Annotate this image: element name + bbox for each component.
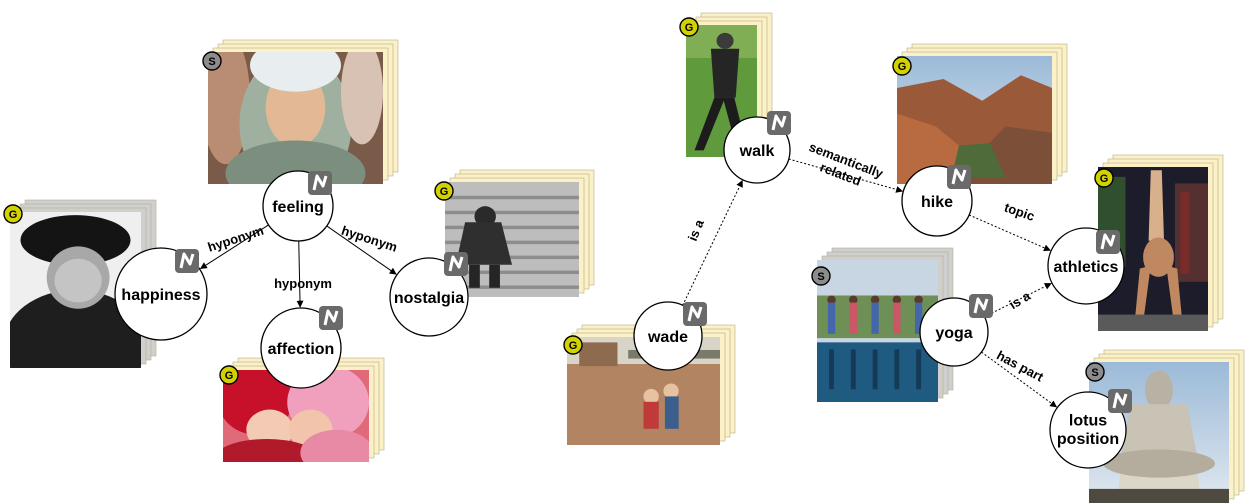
edge-label-feeling-nostalgia: hyponym [340, 223, 400, 255]
node-type-icon [969, 294, 993, 318]
edge-yoga-lotus [981, 351, 1058, 408]
node-athletics: athletics [1047, 227, 1125, 305]
node-type-icon [683, 302, 707, 326]
node-type-icon [1096, 230, 1120, 254]
badge-g-icon: G [679, 17, 699, 37]
node-label: athletics [1054, 259, 1119, 276]
img-athletics-stack: G [1094, 154, 1224, 331]
img-hike-stack: G [892, 43, 1068, 184]
node-label: walk [739, 143, 775, 160]
img-hike [897, 56, 1052, 184]
svg-text:G: G [225, 370, 234, 382]
node-type-icon [1108, 389, 1132, 413]
badge-s-icon: S [202, 51, 222, 71]
badge-g-icon: G [219, 365, 239, 385]
img-nostalgia-stack: G [434, 169, 595, 297]
img-lotus-stack: S [1085, 349, 1245, 503]
node-label: nostalgia [394, 290, 464, 307]
node-label: affection [268, 341, 335, 358]
node-walk: walk [723, 111, 791, 184]
badge-s-icon: S [811, 266, 831, 286]
img-yoga-stack: S [811, 247, 954, 402]
img-feeling [208, 52, 383, 184]
node-hike: hike [901, 165, 973, 237]
nodes-layer: feeling happiness affection nostalgia walk wa… [114, 111, 1132, 469]
node-wade: wade [633, 301, 707, 371]
node-label: hike [921, 194, 953, 211]
svg-text:S: S [208, 56, 215, 68]
badge-g-icon: G [892, 56, 912, 76]
node-label: yoga [935, 325, 972, 342]
node-label: feeling [272, 199, 324, 216]
svg-text:G: G [569, 340, 578, 352]
edge-yoga-athletics [984, 282, 1052, 318]
edge-label-wade-walk: is a [685, 217, 707, 243]
edge-label-feeling-affection: hyponym [274, 276, 332, 291]
node-happiness: happiness [114, 247, 208, 341]
node-yoga: yoga [919, 294, 993, 367]
edge-label-feeling-happiness: hyponym [206, 223, 266, 255]
node-affection: affection [260, 306, 343, 389]
img-lotus [1089, 362, 1229, 503]
svg-text:S: S [817, 271, 824, 283]
node-type-icon [947, 165, 971, 189]
badge-g-icon: G [3, 204, 23, 224]
node-type-icon [319, 306, 343, 330]
edge-label-yoga-athletics: is a [1007, 288, 1034, 312]
badge-g-icon: G [434, 181, 454, 201]
img-yoga [817, 260, 938, 402]
edge-label-walk-hike: semanticallyrelated [802, 139, 886, 195]
img-athletics [1098, 167, 1208, 331]
node-feeling: feeling [262, 170, 334, 242]
badge-g-icon: G [563, 335, 583, 355]
node-label: wade [647, 329, 688, 346]
edge-label-yoga-lotus: has part [994, 348, 1046, 385]
node-type-icon [767, 111, 791, 135]
svg-text:S: S [1091, 367, 1098, 379]
svg-text:G: G [440, 186, 449, 198]
node-label: happiness [121, 287, 200, 304]
svg-text:G: G [898, 61, 907, 73]
img-feeling-stack: S [202, 39, 399, 184]
svg-text:G: G [1100, 173, 1109, 185]
node-type-icon [308, 171, 332, 195]
node-nostalgia: nostalgia [389, 252, 469, 337]
edge-wade-walk [682, 180, 743, 306]
edge-feeling-nostalgia [326, 225, 397, 275]
edge-feeling-affection [296, 240, 304, 308]
img-happiness [10, 212, 141, 368]
edge-feeling-happiness [199, 224, 269, 270]
svg-text:G: G [9, 209, 18, 221]
edge-label-hike-athletics: topic [1002, 200, 1036, 224]
edge-hike-athletics [968, 214, 1051, 252]
badge-g-icon: G [1094, 168, 1114, 188]
node-type-icon [444, 252, 468, 276]
edges-layer [199, 158, 1058, 408]
svg-text:G: G [685, 22, 694, 34]
node-type-icon [175, 249, 199, 273]
img-nostalgia [445, 182, 579, 297]
badge-s-icon: S [1085, 362, 1105, 382]
